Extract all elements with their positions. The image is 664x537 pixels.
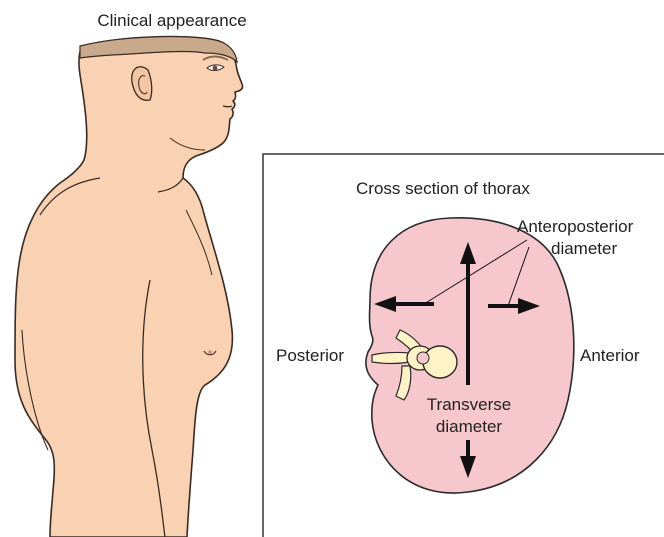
anteroposterior-label-line2: diameter xyxy=(551,239,617,258)
clinical-appearance-title: Clinical appearance xyxy=(97,11,246,30)
cross-section-title: Cross section of thorax xyxy=(356,179,530,198)
nipple-dot xyxy=(208,350,212,354)
man-body xyxy=(15,37,243,537)
vertebra-foramen xyxy=(417,352,429,364)
anterior-label: Anterior xyxy=(580,346,640,365)
eye-pupil xyxy=(213,66,218,71)
anteroposterior-label-line1: Anteroposterior xyxy=(517,217,634,236)
man-profile-figure xyxy=(15,37,243,537)
transverse-label-line2: diameter xyxy=(436,417,502,436)
cross-section-panel: Cross section of thorax Anteroposterior … xyxy=(263,154,664,537)
vertebra-spinous-process xyxy=(372,352,410,363)
posterior-label: Posterior xyxy=(276,346,344,365)
transverse-label-line1: Transverse xyxy=(427,395,511,414)
